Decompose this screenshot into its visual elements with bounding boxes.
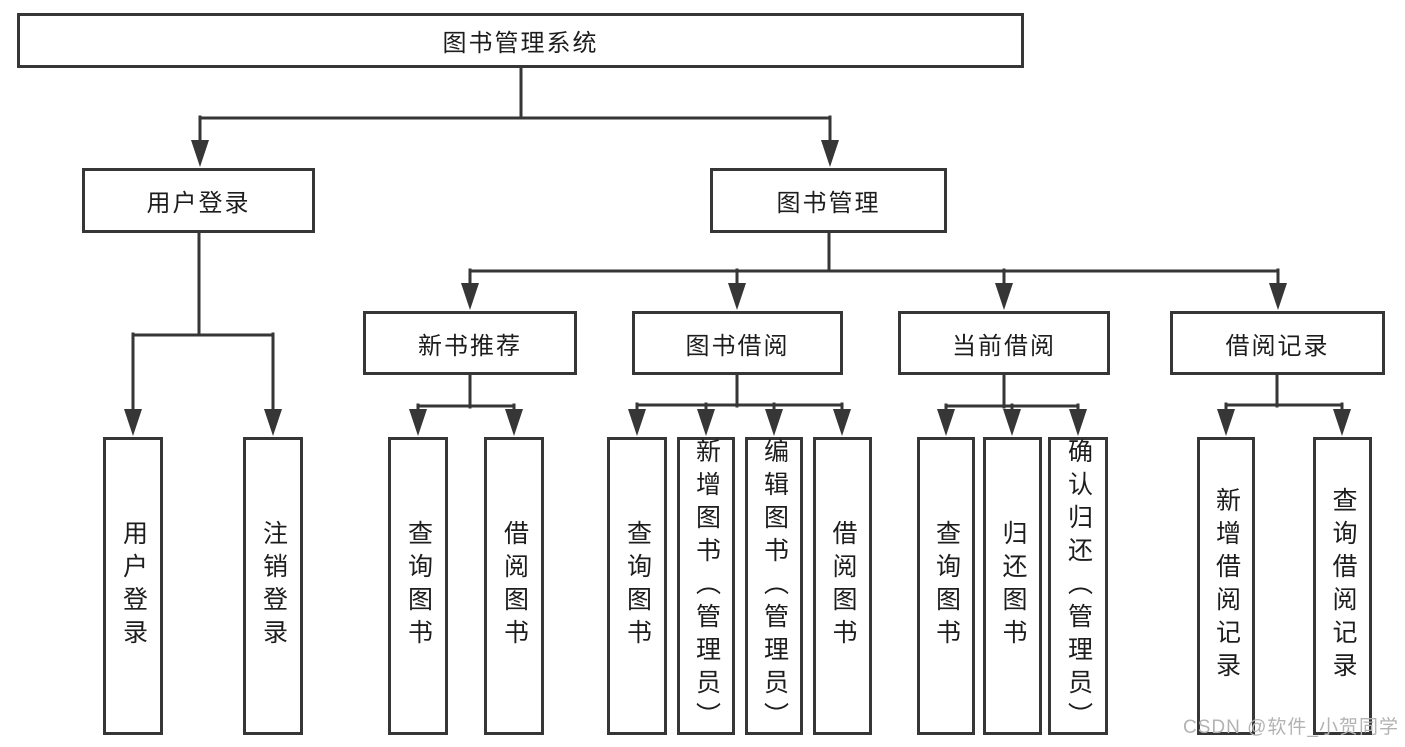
node-label: 图书管理系统 — [442, 30, 599, 57]
node-library-management-system: 图书管理系统 — [17, 13, 1024, 68]
node-label: 注销登录 — [259, 520, 288, 652]
leaf-user-login: 用户登录 — [103, 437, 163, 735]
node-label: 新书推荐 — [418, 332, 522, 360]
leaf-search-books: 查询图书 — [388, 437, 448, 735]
leaf-return-books: 归还图书 — [983, 437, 1042, 735]
node-label: 借阅图书 — [829, 520, 857, 652]
node-label: 借阅图书 — [500, 520, 529, 652]
leaf-edit-books-admin: 编辑图书（管理员） — [745, 437, 803, 735]
node-label: 查询图书 — [623, 520, 652, 652]
node-label: 查询图书 — [932, 520, 961, 652]
leaf-search-books-2: 查询图书 — [607, 437, 667, 735]
node-label: 借阅记录 — [1225, 332, 1330, 360]
node-label: 图书管理 — [776, 190, 881, 217]
node-new-book-recommendation: 新书推荐 — [363, 311, 577, 375]
leaf-search-borrow-record: 查询借阅记录 — [1313, 437, 1372, 735]
leaf-add-books-admin: 新增图书（管理员） — [677, 437, 735, 735]
node-current-borrowing: 当前借阅 — [898, 311, 1110, 375]
csdn-watermark: CSDN @软件_小贺同学 — [1183, 717, 1399, 738]
node-label: 查询借阅记录 — [1329, 487, 1357, 685]
node-label: 新增借阅记录 — [1212, 487, 1241, 685]
leaf-borrow-books: 借阅图书 — [484, 437, 544, 735]
leaf-search-books-3: 查询图书 — [917, 437, 975, 735]
node-label: 编辑图书（管理员） — [760, 437, 789, 735]
node-borrowing-records: 借阅记录 — [1170, 311, 1385, 375]
node-label: 新增图书（管理员） — [692, 437, 721, 735]
node-book-management: 图书管理 — [710, 168, 947, 233]
leaf-logout: 注销登录 — [243, 437, 303, 735]
node-label: 图书借阅 — [685, 332, 790, 360]
leaf-confirm-return-admin: 确认归还（管理员） — [1048, 437, 1108, 735]
leaf-add-borrow-record: 新增借阅记录 — [1197, 437, 1255, 735]
node-label: 归还图书 — [999, 520, 1027, 652]
node-label: 确认归还（管理员） — [1064, 437, 1093, 735]
node-label: 用户登录 — [119, 520, 148, 652]
leaf-borrow-books-2: 借阅图书 — [813, 437, 872, 735]
node-label: 用户登录 — [146, 190, 251, 217]
node-user-login: 用户登录 — [82, 168, 315, 233]
node-book-borrowing: 图书借阅 — [632, 311, 843, 375]
node-label: 当前借阅 — [952, 332, 1056, 360]
node-label: 查询图书 — [404, 520, 433, 652]
